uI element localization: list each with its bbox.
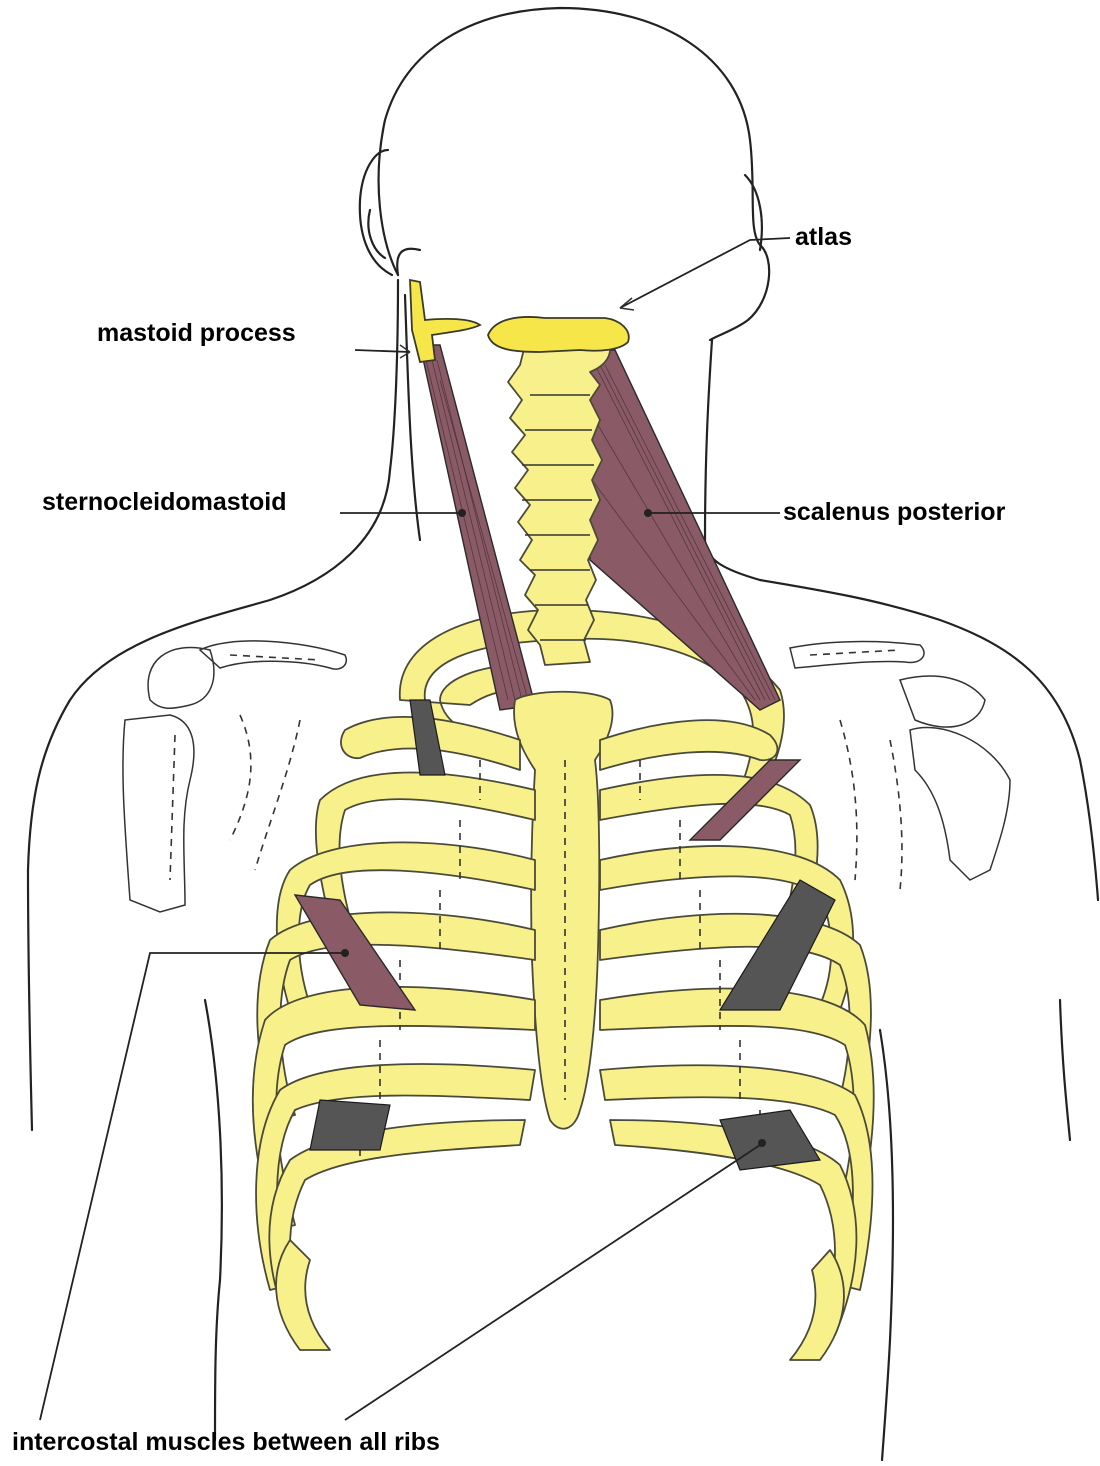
head-outline <box>379 8 770 340</box>
atlas-bone <box>488 317 629 352</box>
intercostal-dot-left <box>341 949 349 957</box>
right-humerus <box>840 720 1010 890</box>
label-mastoid-process: mastoid process <box>97 319 296 347</box>
label-scalenus-posterior: scalenus posterior <box>783 498 1006 526</box>
mastoid-leader <box>355 350 410 352</box>
mastoid-process-bone <box>410 280 480 362</box>
intercostal-dot-right <box>758 1139 766 1147</box>
label-atlas: atlas <box>795 223 852 251</box>
intercostal-leader-right <box>345 1145 760 1420</box>
left-humerus <box>123 715 300 912</box>
label-intercostal: intercostal muscles between all ribs <box>12 1428 440 1456</box>
intercostal-left-lower <box>310 1100 390 1150</box>
sternocleidomastoid-dot <box>458 509 466 517</box>
left-clavicle <box>148 641 346 708</box>
scalenus-dot <box>644 509 652 517</box>
left-ear-outline <box>360 150 392 275</box>
right-clavicle <box>790 642 985 727</box>
label-sternocleidomastoid: sternocleidomastoid <box>42 488 287 516</box>
left-ribs <box>253 717 535 1350</box>
sternum <box>514 692 612 1129</box>
leader-lines <box>40 238 790 1420</box>
scalenus-posterior-muscle <box>590 350 780 710</box>
